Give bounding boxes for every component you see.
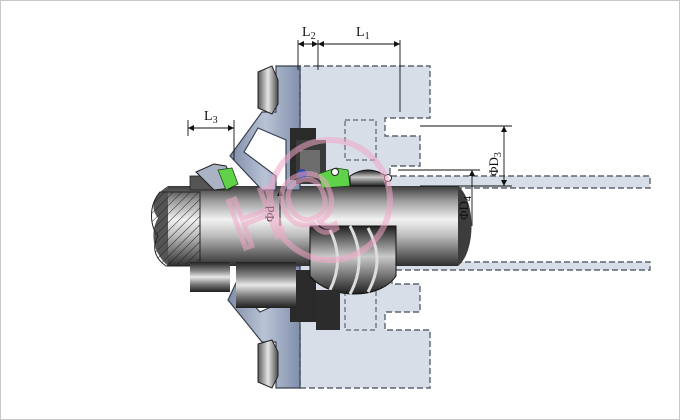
sleeve <box>189 175 296 308</box>
elastomer-seal <box>195 163 351 191</box>
label-l3-sub: 3 <box>213 115 218 126</box>
gland-nut-bottom <box>257 339 279 389</box>
label-l1: L1 <box>356 25 370 42</box>
label-l3: L3 <box>204 109 218 126</box>
dimension-arrows <box>188 41 507 196</box>
o-ring-small <box>331 168 339 176</box>
label-l2-main: L <box>302 25 311 40</box>
label-d4-sub: 4 <box>463 196 474 201</box>
shaft <box>151 186 472 267</box>
label-l1-sub: 1 <box>365 31 370 42</box>
label-d4-main: ΦD <box>456 201 471 220</box>
label-d4: ΦD4 <box>456 196 474 220</box>
gland-nut-top <box>257 65 279 115</box>
label-d3-sub: 3 <box>493 152 504 157</box>
label-l2-sub: 2 <box>311 31 316 42</box>
label-l1-main: L <box>356 25 365 40</box>
label-l2: L2 <box>302 25 316 42</box>
o-ring-blue <box>297 169 307 179</box>
label-d3-main: ΦD <box>486 157 501 176</box>
label-l3-main: L <box>204 109 213 124</box>
label-d3: ΦD3 <box>486 152 504 176</box>
